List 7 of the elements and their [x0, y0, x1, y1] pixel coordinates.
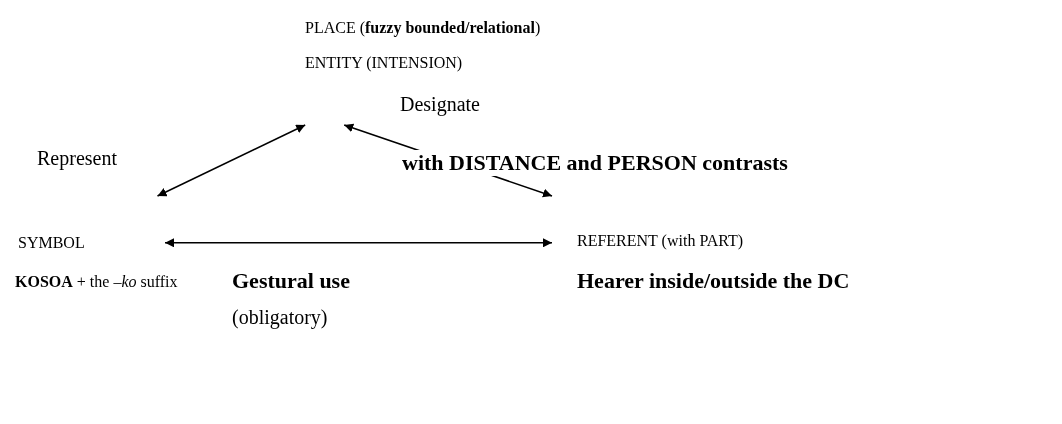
- concept-label: ENTITY (INTENSION): [305, 53, 463, 73]
- node-label: REFERENT (with PART): [577, 231, 744, 251]
- annotation-text: with DISTANCE and PERSON contrasts: [402, 150, 788, 177]
- concept-label: PLACE (fuzzy bounded/relational): [305, 18, 541, 38]
- double-arrow: [156, 124, 306, 197]
- node-label: SYMBOL: [18, 233, 85, 253]
- double-arrow: [164, 238, 553, 248]
